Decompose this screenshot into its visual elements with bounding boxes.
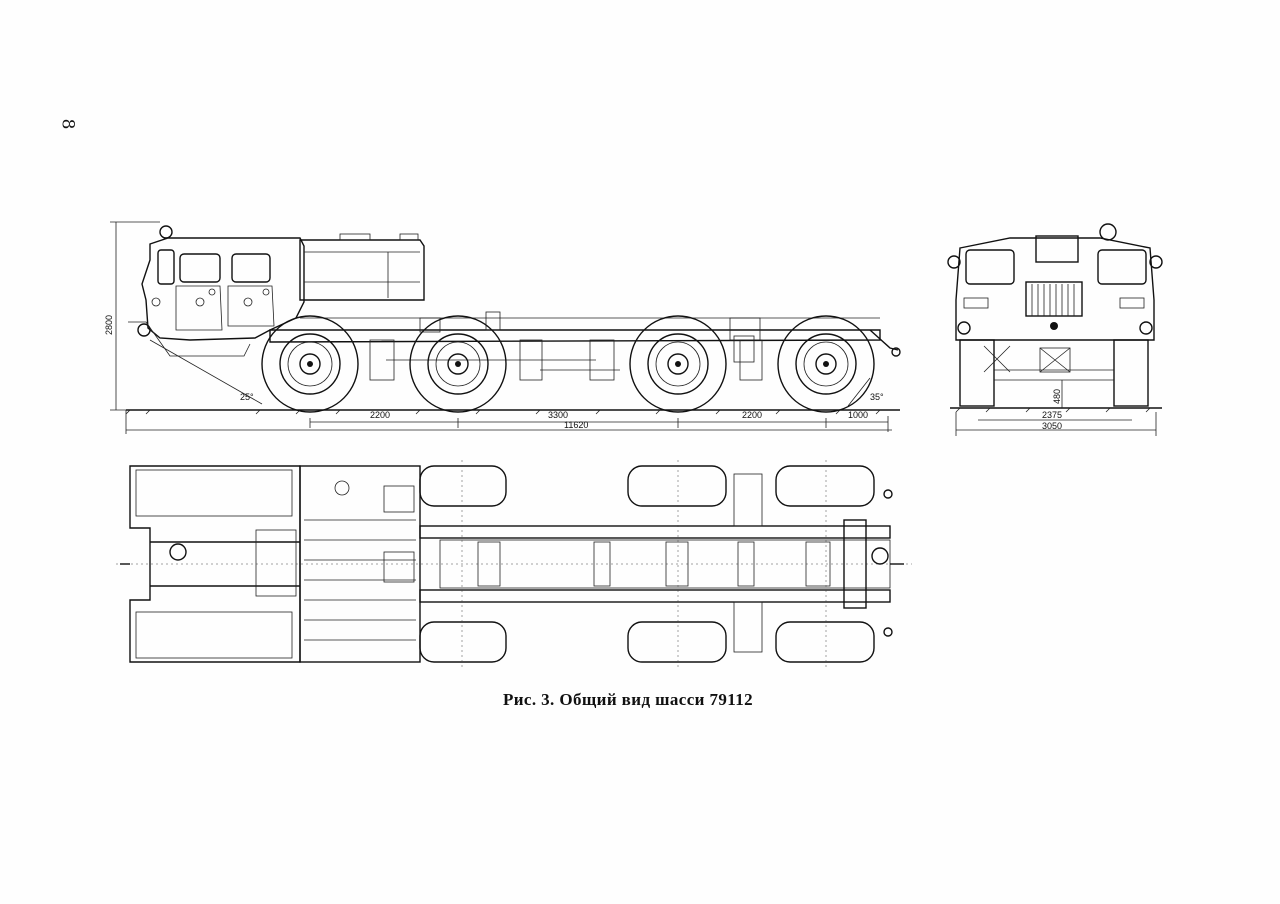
- dim-width-total: 3050: [1042, 421, 1062, 431]
- top-wheel-3r: [627, 621, 727, 663]
- dim-height-total: 2800: [104, 315, 114, 335]
- side-view: 2800 25° 35°: [104, 221, 901, 434]
- dim-wheelbase-2: 3300: [548, 410, 568, 420]
- dim-track: 2375: [1042, 410, 1062, 420]
- dim-wheelbase-3: 2200: [742, 410, 762, 420]
- dim-wheelbase-1: 2200: [370, 410, 390, 420]
- dim-length-total: 11620: [564, 420, 588, 430]
- dim-rear-overhang: 1000: [848, 410, 868, 420]
- dim-departure-angle: 35°: [870, 392, 884, 402]
- dim-approach-angle: 25°: [240, 392, 254, 402]
- figure-caption: Рис. 3. Общий вид шасси 79112: [502, 690, 754, 709]
- top-view: [116, 460, 912, 668]
- top-wheel-4r: [775, 621, 875, 663]
- wheel-4: [777, 315, 875, 413]
- top-wheel-3l: [627, 465, 727, 507]
- top-wheel-4l: [775, 465, 875, 507]
- top-wheel-1r: [419, 621, 507, 663]
- dim-ground-clearance: 480: [1052, 389, 1062, 404]
- wheel-2: [409, 315, 507, 413]
- front-view: 2375 3050 480: [947, 223, 1163, 436]
- top-wheel-1l: [419, 465, 507, 507]
- wheel-1: [261, 315, 359, 413]
- wheel-3: [629, 315, 727, 413]
